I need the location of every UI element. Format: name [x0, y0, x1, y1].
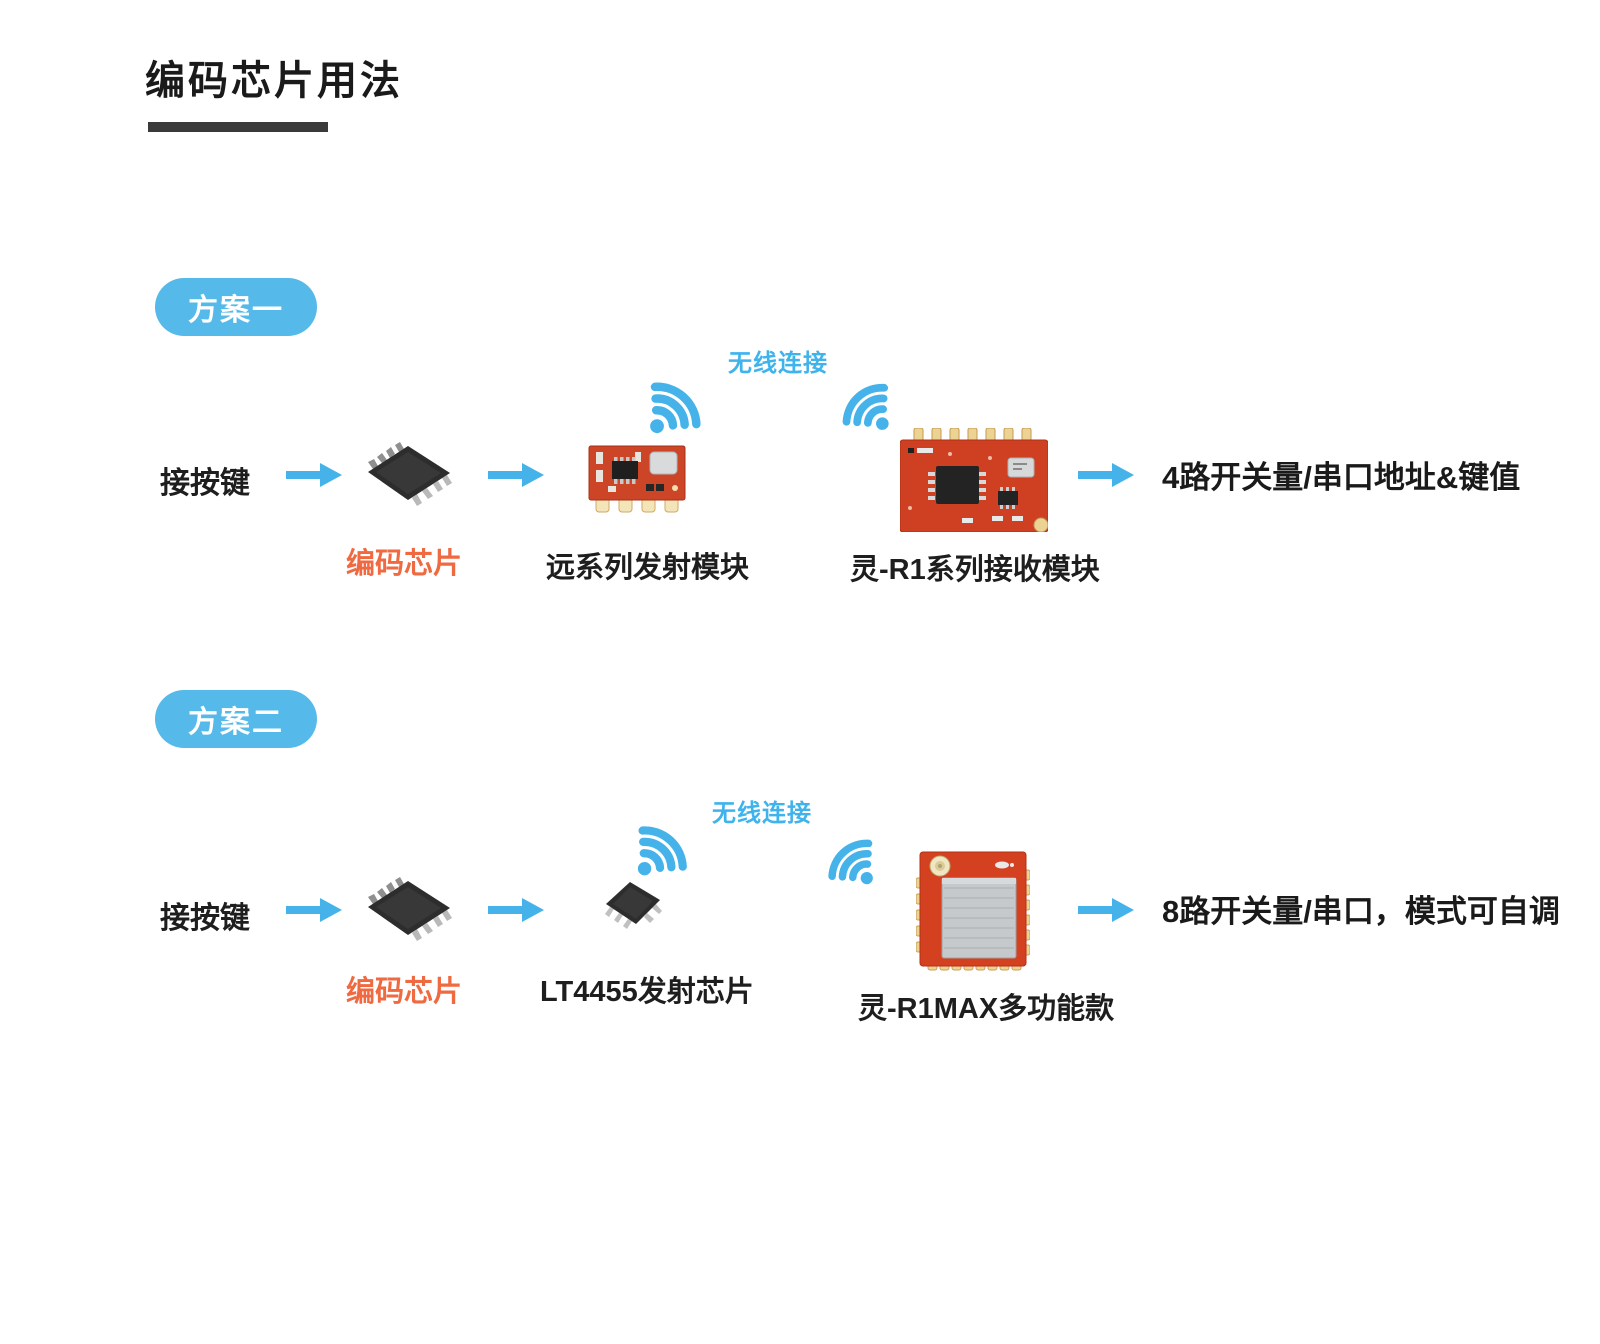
right-arrow-icon [488, 897, 544, 923]
wifi-signal-icon [808, 820, 896, 908]
scheme1-chip-caption: 编码芯片 [346, 548, 463, 580]
scheme1-input-label: 接按键 [160, 467, 250, 500]
scheme2-tx-caption: LT4455发射芯片 [540, 976, 754, 1008]
scheme2-input-label: 接按键 [160, 902, 250, 935]
scheme2-rx-caption: 灵-R1MAX多功能款 [858, 993, 1115, 1025]
r1max-module-image [915, 850, 1031, 977]
scheme2-chip-caption: 编码芯片 [346, 976, 463, 1008]
right-arrow-icon [286, 897, 342, 923]
scheme1-tx-caption: 远系列发射模块 [546, 552, 750, 584]
title-underline [148, 122, 328, 132]
scheme2-output-label: 8路开关量/串口，模式可自调 [1162, 894, 1560, 929]
right-arrow-icon [286, 462, 342, 488]
page-title: 编码芯片用法 [145, 59, 403, 103]
scheme1-output-label: 4路开关量/串口地址&键值 [1162, 460, 1521, 495]
scheme2-wireless-label: 无线连接 [712, 800, 812, 827]
right-arrow-icon [1078, 462, 1134, 488]
scheme1-badge: 方案一 [155, 278, 317, 336]
sop8-chip-icon [360, 440, 456, 521]
scheme1-wireless-label: 无线连接 [728, 350, 828, 377]
sop8-chip-icon [360, 875, 456, 956]
receiver-module-image [899, 427, 1049, 537]
wifi-signal-icon [822, 364, 913, 455]
scheme2-badge: 方案二 [155, 690, 317, 748]
right-arrow-icon [488, 462, 544, 488]
right-arrow-icon [1078, 897, 1134, 923]
scheme1-rx-caption: 灵-R1系列接收模块 [850, 554, 1100, 586]
